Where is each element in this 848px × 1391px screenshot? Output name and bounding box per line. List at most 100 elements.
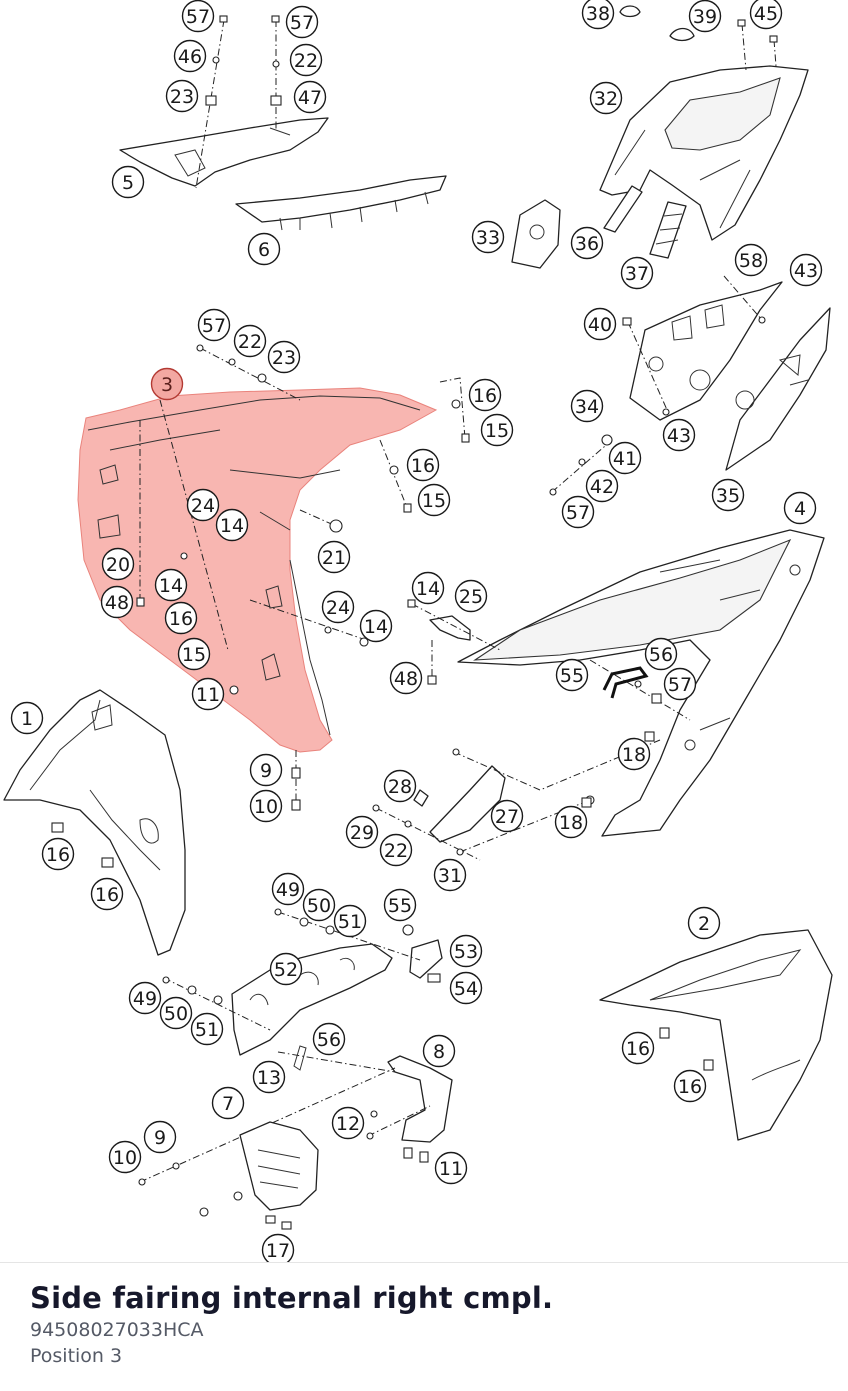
callout-label: 41 xyxy=(613,448,637,470)
part-3-side-fairing-internal-right[interactable] xyxy=(77,344,470,811)
callout-8[interactable]: 8 xyxy=(422,1034,456,1068)
callout-15[interactable]: 15 xyxy=(177,637,211,671)
callout-48[interactable]: 48 xyxy=(100,585,134,619)
callout-38[interactable]: 38 xyxy=(581,0,615,30)
callout-32[interactable]: 32 xyxy=(589,81,623,115)
callout-47[interactable]: 47 xyxy=(293,80,327,114)
callout-label: 56 xyxy=(649,644,673,666)
callout-15[interactable]: 15 xyxy=(417,483,451,517)
callout-43[interactable]: 43 xyxy=(789,253,823,287)
callout-9[interactable]: 9 xyxy=(249,753,283,787)
callout-41[interactable]: 41 xyxy=(608,441,642,475)
callout-14[interactable]: 14 xyxy=(411,571,445,605)
diagram-canvas: 5746235722475638394532333637584340344341… xyxy=(3,0,833,1263)
part-34-tail-panel xyxy=(629,281,783,421)
callout-1[interactable]: 1 xyxy=(10,701,44,735)
callout-11[interactable]: 11 xyxy=(191,677,225,711)
callout-51[interactable]: 51 xyxy=(190,1012,224,1046)
callout-2[interactable]: 2 xyxy=(687,906,721,940)
callout-57[interactable]: 57 xyxy=(663,667,697,701)
callout-33[interactable]: 33 xyxy=(471,220,505,254)
callout-57[interactable]: 57 xyxy=(197,308,231,342)
callout-17[interactable]: 17 xyxy=(261,1233,295,1263)
callout-57[interactable]: 57 xyxy=(561,495,595,529)
callout-48[interactable]: 48 xyxy=(389,661,423,695)
callout-24[interactable]: 24 xyxy=(321,590,355,624)
callout-14[interactable]: 14 xyxy=(154,568,188,602)
callout-53[interactable]: 53 xyxy=(449,934,483,968)
callout-3[interactable]: 3 xyxy=(150,367,184,401)
callout-50[interactable]: 50 xyxy=(302,888,336,922)
callout-58[interactable]: 58 xyxy=(734,243,768,277)
callout-label: 32 xyxy=(594,88,618,110)
callout-16[interactable]: 16 xyxy=(673,1069,707,1103)
callout-37[interactable]: 37 xyxy=(620,256,654,290)
callout-23[interactable]: 23 xyxy=(267,340,301,374)
callout-16[interactable]: 16 xyxy=(164,601,198,635)
callout-label: 3 xyxy=(161,374,173,396)
callout-22[interactable]: 22 xyxy=(289,43,323,77)
callout-57[interactable]: 57 xyxy=(285,5,319,39)
callout-46[interactable]: 46 xyxy=(173,39,207,73)
callout-35[interactable]: 35 xyxy=(711,478,745,512)
callout-50[interactable]: 50 xyxy=(159,996,193,1030)
callout-label: 36 xyxy=(575,233,599,255)
part-36-37-brackets xyxy=(603,185,687,259)
callout-16[interactable]: 16 xyxy=(468,378,502,412)
callout-31[interactable]: 31 xyxy=(433,858,467,892)
callout-36[interactable]: 36 xyxy=(570,226,604,260)
callout-42[interactable]: 42 xyxy=(585,469,619,503)
callout-23[interactable]: 23 xyxy=(165,79,199,113)
callout-11[interactable]: 11 xyxy=(434,1151,468,1185)
callout-54[interactable]: 54 xyxy=(449,971,483,1005)
callout-22[interactable]: 22 xyxy=(379,833,413,867)
callout-12[interactable]: 12 xyxy=(331,1106,365,1140)
callout-43[interactable]: 43 xyxy=(662,418,696,452)
callout-39[interactable]: 39 xyxy=(688,0,722,33)
callout-25[interactable]: 25 xyxy=(454,579,488,613)
callout-16[interactable]: 16 xyxy=(90,877,124,911)
callout-52[interactable]: 52 xyxy=(269,952,303,986)
callout-label: 56 xyxy=(317,1029,341,1051)
fasteners-top-right xyxy=(737,19,778,71)
callout-28[interactable]: 28 xyxy=(383,769,417,803)
callout-13[interactable]: 13 xyxy=(252,1060,286,1094)
callout-29[interactable]: 29 xyxy=(345,815,379,849)
callout-16[interactable]: 16 xyxy=(621,1031,655,1065)
callout-18[interactable]: 18 xyxy=(617,737,651,771)
callout-label: 22 xyxy=(384,840,408,862)
callout-16[interactable]: 16 xyxy=(41,837,75,871)
callout-5[interactable]: 5 xyxy=(111,165,145,199)
callout-49[interactable]: 49 xyxy=(271,872,305,906)
callout-7[interactable]: 7 xyxy=(211,1086,245,1120)
callout-9[interactable]: 9 xyxy=(143,1120,177,1154)
callout-10[interactable]: 10 xyxy=(108,1140,142,1174)
callout-56[interactable]: 56 xyxy=(312,1022,346,1056)
callout-51[interactable]: 51 xyxy=(333,904,367,938)
callout-34[interactable]: 34 xyxy=(570,389,604,423)
callout-6[interactable]: 6 xyxy=(247,232,281,266)
callout-10[interactable]: 10 xyxy=(249,789,283,823)
callout-label: 29 xyxy=(350,822,374,844)
callout-21[interactable]: 21 xyxy=(317,540,351,574)
callout-49[interactable]: 49 xyxy=(128,981,162,1015)
callout-57[interactable]: 57 xyxy=(181,0,215,33)
callout-20[interactable]: 20 xyxy=(101,547,135,581)
callout-4[interactable]: 4 xyxy=(783,491,817,525)
callout-27[interactable]: 27 xyxy=(490,799,524,833)
callout-15[interactable]: 15 xyxy=(480,413,514,447)
callout-56[interactable]: 56 xyxy=(644,637,678,671)
callout-55[interactable]: 55 xyxy=(555,658,589,692)
callout-18[interactable]: 18 xyxy=(554,805,588,839)
callout-24[interactable]: 24 xyxy=(186,488,220,522)
callout-label: 45 xyxy=(754,3,778,25)
callout-14[interactable]: 14 xyxy=(359,609,393,643)
callout-label: 2 xyxy=(698,913,710,935)
callout-14[interactable]: 14 xyxy=(215,508,249,542)
callout-40[interactable]: 40 xyxy=(583,307,617,341)
callout-55[interactable]: 55 xyxy=(383,888,417,922)
callout-22[interactable]: 22 xyxy=(233,324,267,358)
callout-16[interactable]: 16 xyxy=(406,448,440,482)
callout-label: 38 xyxy=(586,3,610,25)
callout-45[interactable]: 45 xyxy=(749,0,783,30)
